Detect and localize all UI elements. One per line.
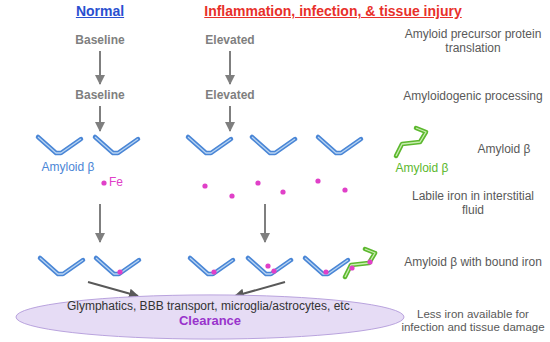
amyloid-bound-iron-row — [40, 249, 375, 277]
label-text: Normal — [50, 3, 150, 19]
label-text: Baseline — [60, 89, 140, 103]
iron-dots — [101, 178, 347, 198]
amyloid-beta-row — [38, 128, 426, 156]
label-text: Elevated — [190, 89, 270, 103]
label-text: Less iron available for infection and ti… — [400, 308, 546, 334]
ellipse-heading: Clearance — [14, 313, 406, 329]
label-text: Amyloidogenic processing — [400, 90, 546, 104]
label-text: Labile iron in interstitial fluid — [400, 190, 546, 218]
ellipse-body: Glymphatics, BBB transport, microglia/as… — [14, 299, 406, 313]
label-text: Amyloid β — [28, 161, 108, 175]
clearance-arrow — [88, 282, 285, 296]
label-text: Amyloid β — [386, 162, 458, 176]
label-text: Amyloid β — [464, 143, 544, 157]
label-text: Amyloid precursor protein translation — [400, 28, 546, 56]
label-text: Baseline — [60, 34, 140, 48]
label-text: Fe — [109, 176, 133, 190]
label-text: Inflammation, infection, & tissue injury — [158, 3, 508, 19]
clearance-ellipse: Glymphatics, BBB transport, microglia/as… — [14, 294, 406, 340]
label-text: Amyloid β with bound iron — [400, 256, 546, 270]
label-text: Elevated — [190, 34, 270, 48]
